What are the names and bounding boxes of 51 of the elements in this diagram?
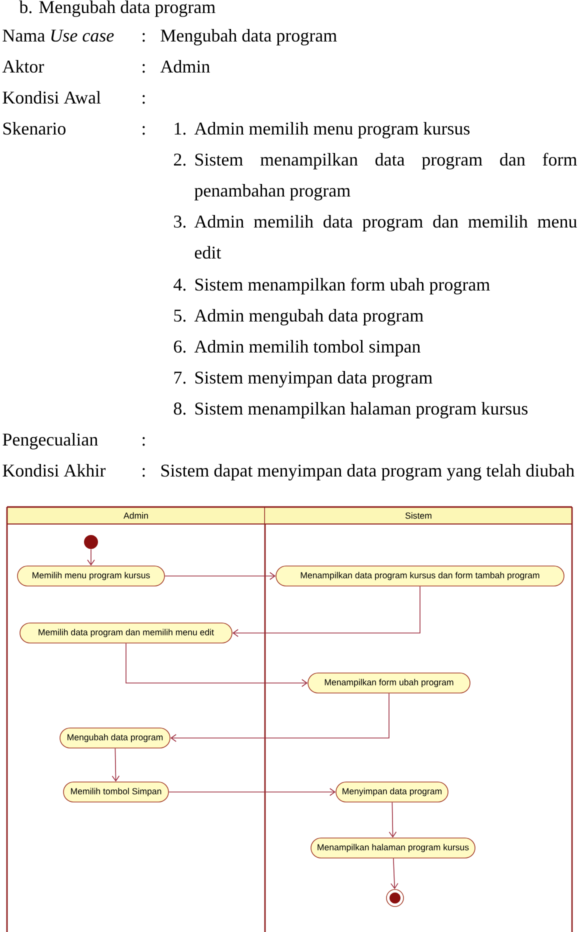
- scenario-step: Admin mengubah data program: [194, 309, 424, 326]
- colon: :: [142, 64, 145, 73]
- scenario-step: Admin memilih menu program kursus: [194, 122, 470, 138]
- arrow: [164, 572, 276, 580]
- colon: :: [142, 437, 145, 446]
- arrow: [126, 643, 308, 687]
- scenario-step: Sistem menampilkan data program dan form penambahan program: [194, 152, 577, 200]
- list-number: 7.: [174, 372, 186, 384]
- list-number: 1.: [174, 122, 186, 135]
- field-label: Kondisi Awal: [2, 91, 101, 104]
- scenario-step: Sistem menampilkan halaman program kursus: [195, 402, 528, 418]
- field-label: Nama Use case: [2, 30, 114, 42]
- arrow: [87, 548, 95, 566]
- arrow: [112, 748, 120, 782]
- activity-box: Mengubah data program: [60, 728, 170, 748]
- list-number: 8.: [174, 402, 186, 415]
- scenario-step: Admin memilih data program dan memilih menu edit: [194, 215, 577, 259]
- field-value: Mengubah data program: [160, 29, 337, 46]
- activity-box: Menampilkan form ubah program: [308, 672, 470, 694]
- colon: :: [142, 33, 145, 42]
- activity-box: Memilih tombol Simpan: [63, 782, 169, 802]
- scenario-step: Sistem menyimpan data program: [195, 371, 432, 388]
- list-number: 5.: [174, 310, 186, 322]
- activity-box: Menampilkan data program kursus dan form tambah program: [276, 566, 564, 586]
- field-label: Kondisi Akhir: [2, 464, 106, 477]
- list-number: 6.: [174, 340, 186, 353]
- list-number: 2.: [174, 154, 186, 166]
- colon: :: [142, 468, 145, 477]
- start-node: [84, 535, 98, 549]
- field-label: Pengecualian: [2, 433, 98, 450]
- scenario-step: Admin memilih tombol simpan: [194, 340, 420, 356]
- field-label: Aktor: [2, 60, 44, 73]
- list-number: 3.: [174, 216, 186, 228]
- activity-box: Menyimpan data program: [336, 782, 448, 802]
- arrow: [170, 693, 390, 742]
- activity-box: Memilih data program dan memilih menu edit: [20, 622, 232, 644]
- end-node: [386, 889, 404, 907]
- scenario-step: Sistem menampilkan form ubah program: [195, 278, 490, 294]
- arrow: [390, 858, 398, 890]
- heading: b. Mengubah data program: [19, 0, 216, 17]
- arrow: [232, 586, 420, 637]
- field-label: Skenario: [3, 122, 66, 135]
- colon: :: [142, 126, 145, 135]
- activity-box: Memilih menu program kursus: [17, 566, 165, 586]
- colon: :: [142, 95, 145, 104]
- arrow: [388, 802, 397, 838]
- field-value: Admin: [160, 60, 210, 73]
- field-value: Sistem dapat menyimpan data program yang telah diubah: [161, 464, 574, 480]
- arrow: [168, 788, 336, 796]
- activity-box: Menampilkan halaman program kursus: [310, 838, 476, 858]
- list-number: 4.: [174, 278, 186, 291]
